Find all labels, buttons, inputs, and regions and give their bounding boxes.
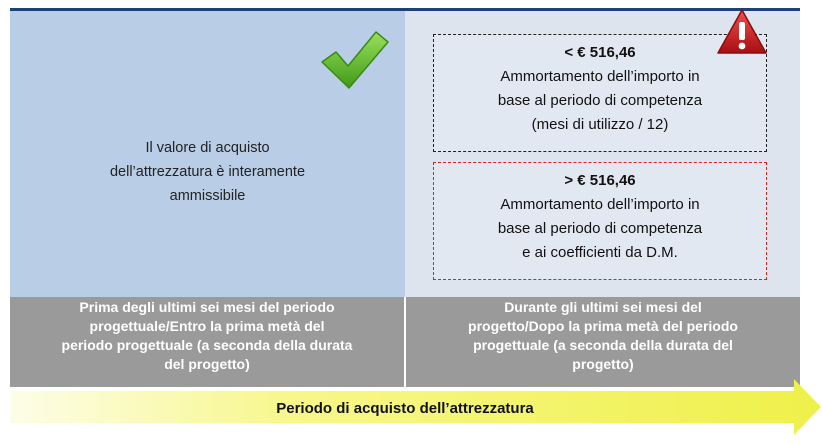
period-before-label: Prima degli ultimi sei mesi del periodo … [10, 297, 404, 387]
bar-text-line: Prima degli ultimi sei mesi del periodo [79, 299, 335, 315]
left-text-line: dell’attrezzatura è interamente [109, 164, 306, 180]
box-text-line: base al periodo di competenza [497, 92, 703, 109]
box-text-line: Ammortamento dell’importo in [500, 196, 700, 213]
threshold-above-box: > € 516,46 Ammortamento dell’importo in … [433, 162, 767, 280]
box-text-line: Ammortamento dell’importo in [500, 68, 700, 85]
period-during-label: Durante gli ultimi sei mesi del progetto… [406, 297, 800, 387]
bar-text-line: del progetto) [164, 356, 250, 372]
top-border-line [10, 8, 800, 11]
threshold-below-title: < € 516,46 [564, 44, 636, 61]
timeline-arrow [10, 379, 821, 435]
left-text-line: ammissibile [169, 188, 246, 204]
bar-text-line: periodo progettuale (a seconda della dur… [61, 337, 353, 353]
bar-text-line: progetto) [572, 356, 634, 372]
left-panel-text: Il valore di acquisto dell’attrezzatura … [10, 136, 405, 208]
box-text-line: (mesi di utilizzo / 12) [531, 116, 669, 133]
bar-text-line: progettuale (a seconda della durata del [473, 337, 733, 353]
timeline-arrow-label: Periodo di acquisto dell’attrezzatura [276, 400, 534, 417]
left-text-line: Il valore di acquisto [145, 140, 270, 156]
box-text-line: base al periodo di competenza [497, 220, 703, 237]
bar-text-line: progetto/Dopo la prima metà del periodo [468, 318, 738, 334]
bar-text-line: Durante gli ultimi sei mesi del [504, 299, 702, 315]
box-text-line: e ai coefficienti da D.M. [522, 244, 678, 261]
threshold-below-box: < € 516,46 Ammortamento dell’importo in … [433, 34, 767, 152]
bar-text-line: progettuale/Entro la prima metà del [89, 318, 325, 334]
threshold-above-title: > € 516,46 [564, 172, 636, 189]
check-icon [321, 31, 389, 89]
warning-icon [717, 9, 767, 54]
